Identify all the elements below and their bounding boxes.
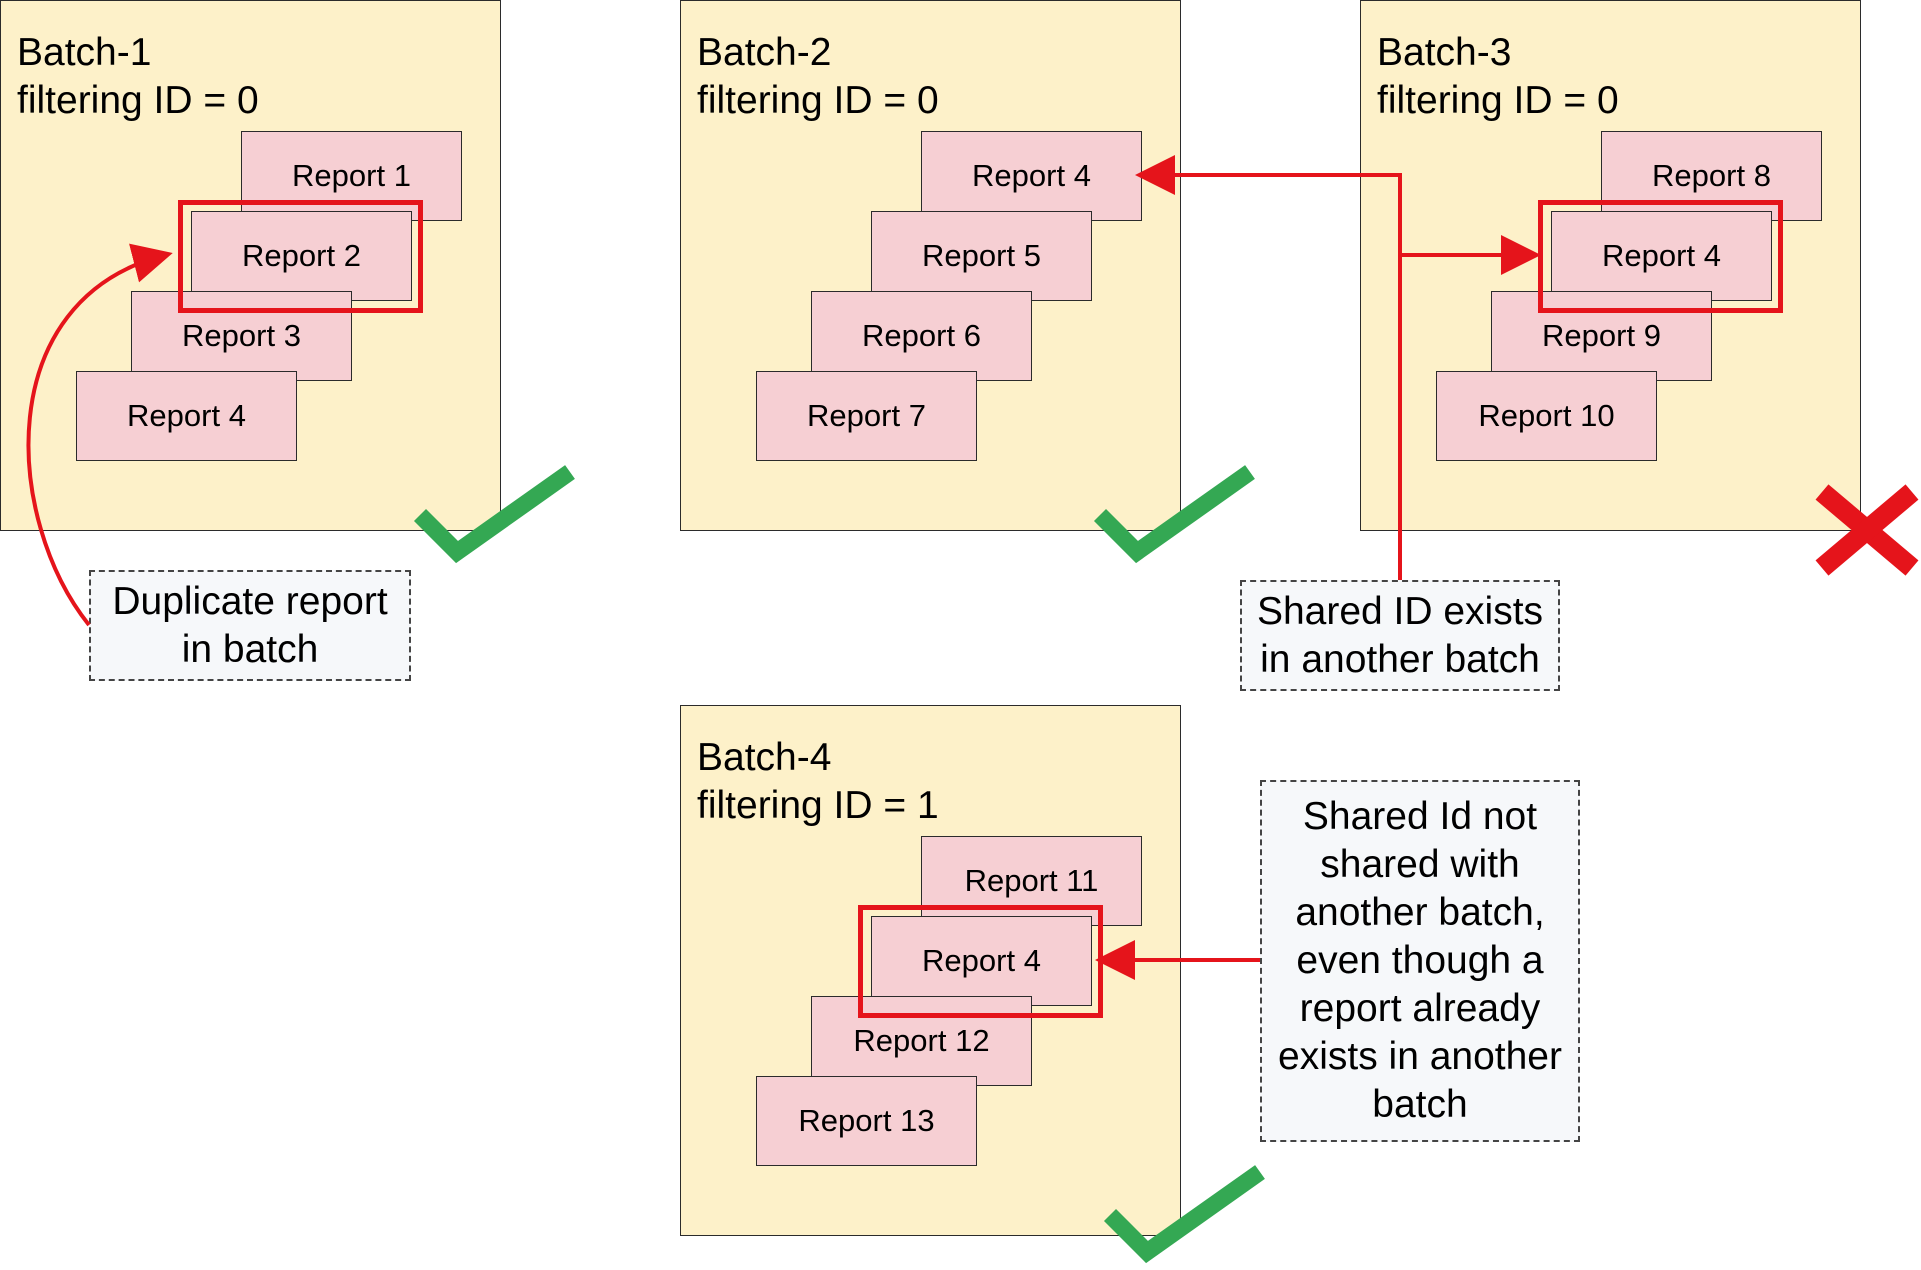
report-card: Report 6: [811, 291, 1032, 381]
note-shared-id-exists: Shared ID exists in another batch: [1240, 580, 1560, 691]
batch-title: Batch-2 filtering ID = 0: [697, 29, 939, 125]
batch-3: Batch-3 filtering ID = 0 Report 8 Report…: [1360, 0, 1861, 531]
report-card: Report 7: [756, 371, 977, 461]
report-card: Report 10: [1436, 371, 1657, 461]
duplicate-highlight-box: [178, 200, 423, 313]
report-card: Report 5: [871, 211, 1092, 301]
report-card: Report 4: [76, 371, 297, 461]
batch-title: Batch-3 filtering ID = 0: [1377, 29, 1619, 125]
batch-4: Batch-4 filtering ID = 1 Report 11 Repor…: [680, 705, 1181, 1236]
batch-1: Batch-1 filtering ID = 0 Report 1 Report…: [0, 0, 501, 531]
note-duplicate-report: Duplicate report in batch: [89, 570, 411, 681]
batch-title: Batch-4 filtering ID = 1: [697, 734, 939, 830]
report-card: Report 12: [811, 996, 1032, 1086]
report-card: Report 4: [921, 131, 1142, 221]
batch-filter: filtering ID = 0: [17, 79, 259, 122]
report-card: Report 11: [921, 836, 1142, 926]
report-card: Report 1: [241, 131, 462, 221]
batch-filter: filtering ID = 1: [697, 784, 939, 827]
report-card-highlighted: Report 4: [1551, 211, 1772, 301]
check-icon: [413, 465, 575, 564]
batch-name: Batch-4: [697, 736, 832, 779]
batch-filter: filtering ID = 0: [697, 79, 939, 122]
batch-name: Batch-2: [697, 31, 832, 74]
note-shared-id-not-shared: Shared Id not shared with another batch,…: [1260, 780, 1580, 1142]
batch-name: Batch-1: [17, 31, 152, 74]
check-icon: [1093, 465, 1255, 564]
shared-id-arrow-to-batch-2: [1135, 155, 1402, 580]
report-card-highlighted: Report 4: [871, 916, 1092, 1006]
batch-title: Batch-1 filtering ID = 0: [17, 29, 259, 125]
batch-name: Batch-3: [1377, 31, 1512, 74]
report-card: Report 13: [756, 1076, 977, 1166]
check-icon: [1103, 1165, 1265, 1264]
report-card: Report 9: [1491, 291, 1712, 381]
batch-2: Batch-2 filtering ID = 0 Report 4 Report…: [680, 0, 1181, 531]
batch-filter: filtering ID = 0: [1377, 79, 1619, 122]
report-card-highlighted: Report 2: [191, 211, 412, 301]
cross-icon: [1815, 484, 1919, 576]
duplicate-arrow: [26, 243, 173, 627]
